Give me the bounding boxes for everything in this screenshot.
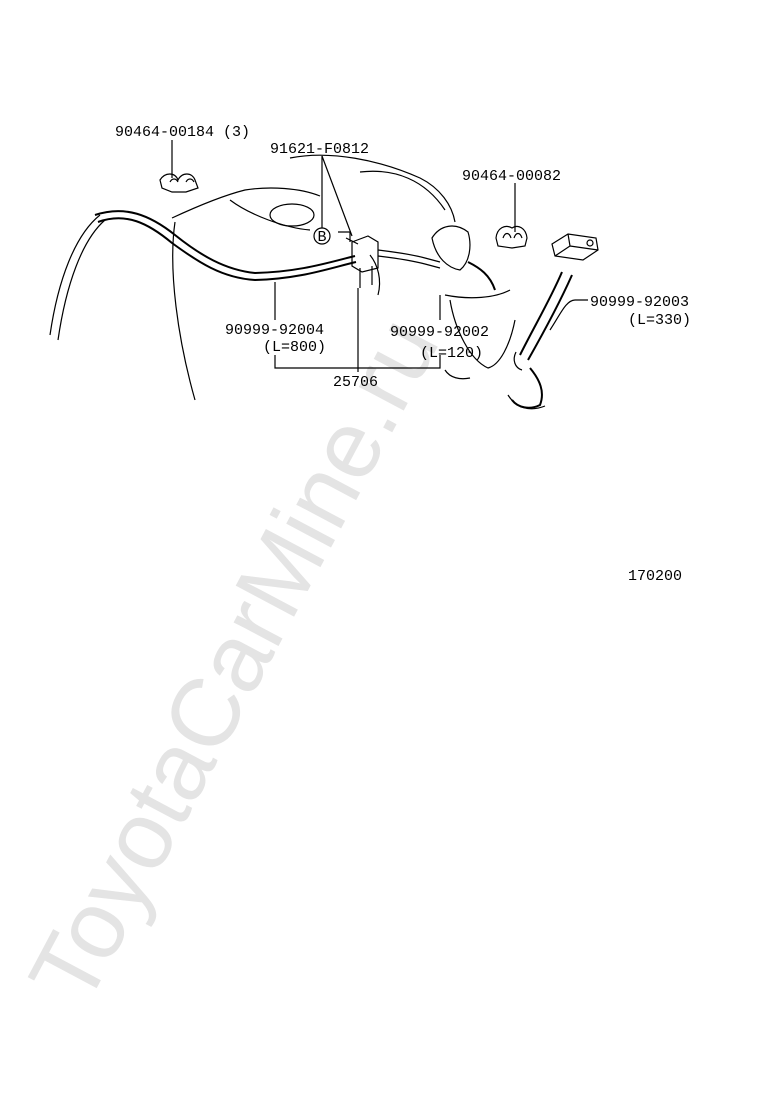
- label-90999-92002: 90999-92002: [390, 324, 489, 341]
- ref-marker-b: B: [317, 229, 326, 246]
- label-90464-00184: 90464-00184 (3): [115, 124, 250, 141]
- clip-90464-00082: [495, 225, 528, 249]
- clip-90464-00184: [159, 173, 199, 193]
- label-90999-92003: 90999-92003: [590, 294, 689, 311]
- label-90999-92002-length: (L=120): [420, 345, 483, 362]
- label-90999-92003-length: (L=330): [628, 312, 691, 329]
- vsv-25706: [351, 225, 496, 291]
- engine-outline: [49, 154, 516, 401]
- hose-connector: [551, 233, 599, 261]
- label-90999-92004: 90999-92004: [225, 322, 324, 339]
- diagram-number: 170200: [628, 568, 682, 585]
- hose-90999-92004: [94, 210, 357, 282]
- label-25706: 25706: [333, 374, 378, 391]
- label-91621-f0812: 91621-F0812: [270, 141, 369, 158]
- watermark: ToyotaCarMine.ru: [9, 301, 459, 1020]
- leader-lines: [171, 140, 588, 372]
- label-90999-92004-length: (L=800): [263, 339, 326, 356]
- hose-90999-92003: [507, 271, 573, 410]
- label-90464-00082: 90464-00082: [462, 168, 561, 185]
